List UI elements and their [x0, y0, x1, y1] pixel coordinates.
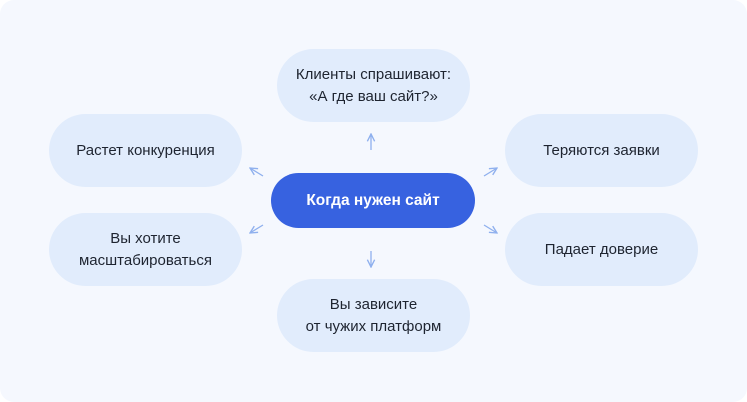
node-text: масштабироваться — [78, 251, 212, 269]
node-text: Клиенты спрашивают: — [295, 65, 452, 83]
arrow-down-left-icon — [250, 224, 264, 233]
center-node: Когда нужен сайт — [271, 173, 475, 228]
node-text: «А где ваш сайт?» — [309, 87, 438, 105]
node-right-bottom: Падает доверие — [505, 213, 698, 286]
node-text: Вы хотите — [110, 229, 181, 247]
node-text: от чужих платформ — [305, 317, 442, 335]
node-text: Растет конкуренция — [76, 141, 215, 159]
arrow-up-left-icon — [250, 168, 264, 177]
arrow-down-right-icon — [483, 224, 497, 233]
center-label: Когда нужен сайт — [306, 191, 440, 209]
node-top: Клиенты спрашивают: «А где ваш сайт?» — [277, 49, 470, 122]
node-left-top: Растет конкуренция — [49, 114, 242, 187]
arrow-up-right-icon — [483, 168, 497, 177]
node-text: Вы зависите — [329, 295, 418, 313]
node-text: Падает доверие — [544, 240, 659, 258]
node-right-top: Теряются заявки — [505, 114, 698, 187]
node-bottom: Вы зависите от чужих платформ — [277, 279, 470, 352]
node-left-bottom: Вы хотите масштабироваться — [49, 213, 242, 286]
node-text: Теряются заявки — [543, 141, 660, 159]
